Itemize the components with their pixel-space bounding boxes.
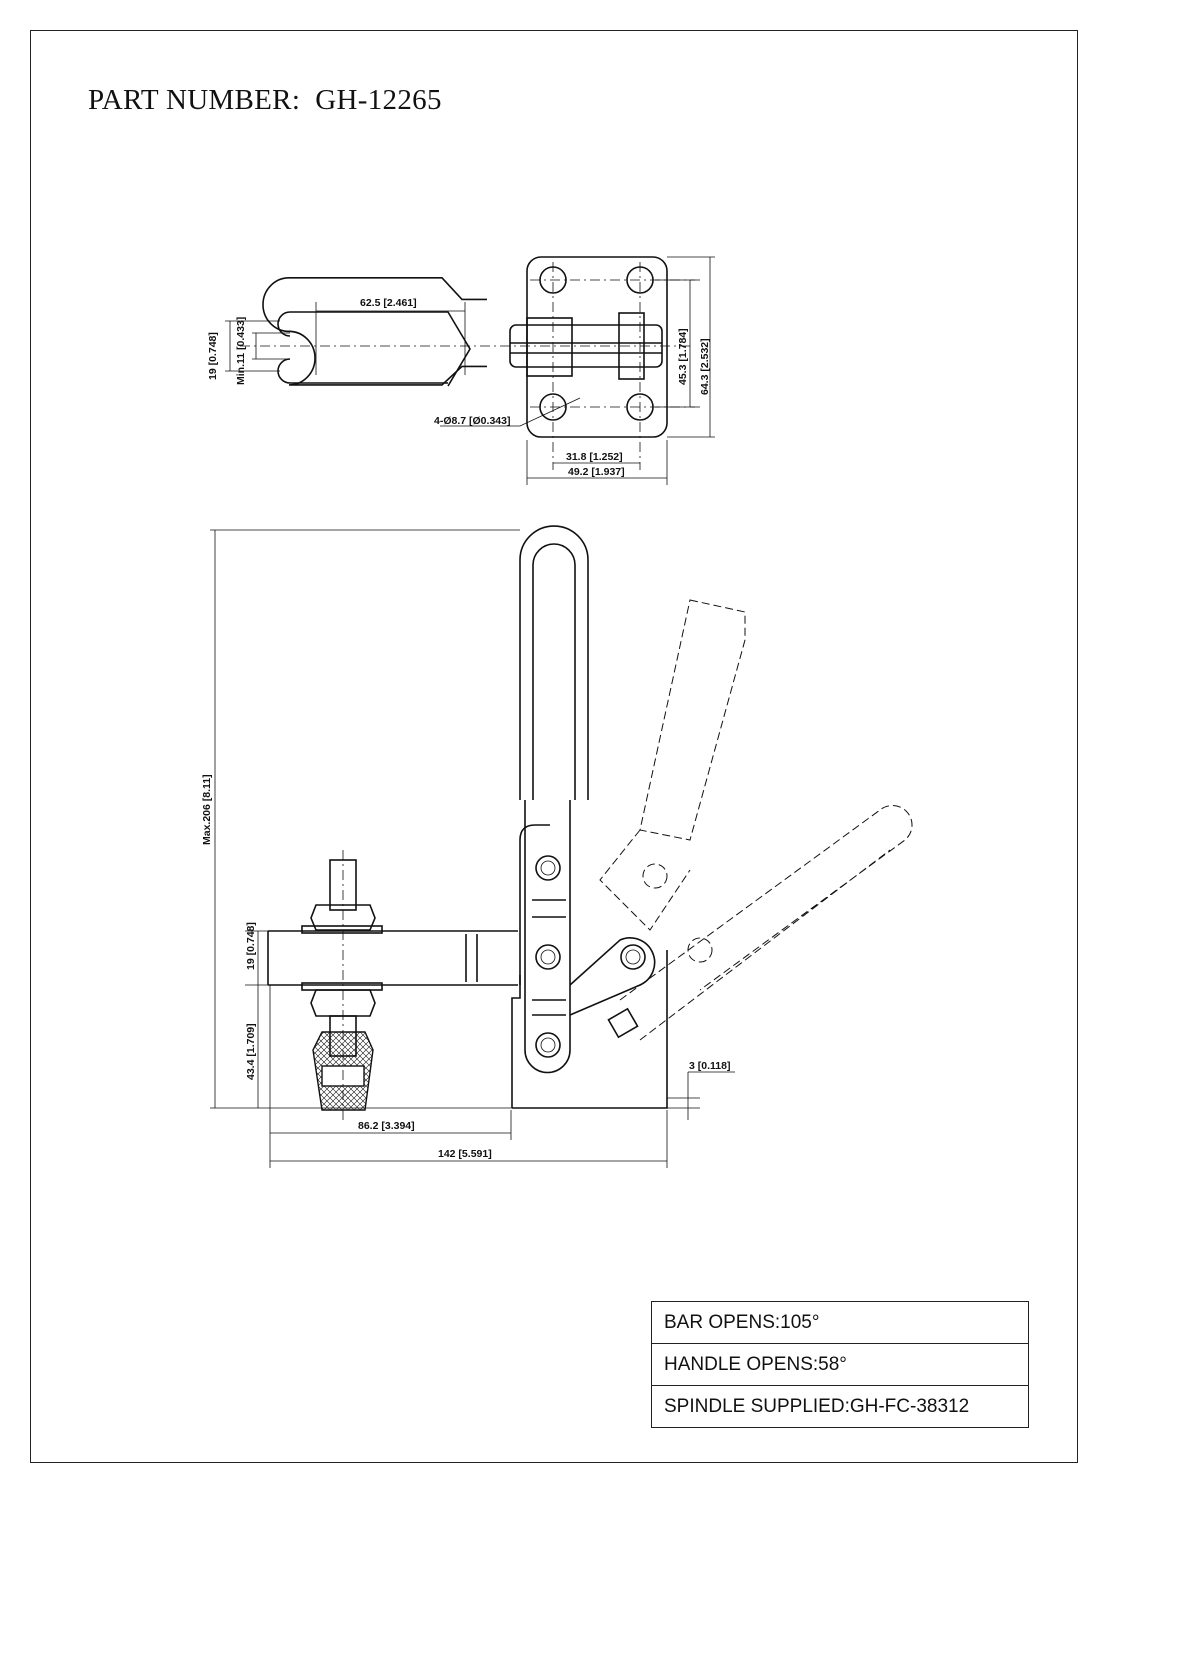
dim-base-length: 64.3 [2.532] [699, 338, 711, 395]
top-view: 62.5 [2.461] 19 [0.748] Min.11 [0.433] 4… [207, 256, 715, 485]
side-view: Max.206 [8.11] 19 [0.748] 43.4 [1.709] 8… [201, 525, 913, 1168]
bar-open-phantom [619, 804, 913, 1041]
handle-grip [519, 525, 589, 800]
dim-handle-width: 19 [0.748] [207, 332, 219, 380]
spec-bar-opens: BAR OPENS:105° [652, 1302, 1028, 1344]
spec-table: BAR OPENS:105° HANDLE OPENS:58° SPINDLE … [651, 1301, 1029, 1428]
dim-hole-spacing-y: 45.3 [1.784] [677, 328, 689, 385]
handle-loop [262, 276, 487, 386]
dim-slot-min: Min.11 [0.433] [235, 317, 247, 385]
spec-spindle-supplied: SPINDLE SUPPLIED:GH-FC-38312 [664, 1396, 970, 1417]
dim-bar-height: 19 [0.748] [245, 922, 257, 970]
dim-max-height: Max.206 [8.11] [201, 774, 213, 845]
page-title: PART NUMBER: GH-12265 [88, 84, 442, 117]
spec-handle-opens: HANDLE OPENS:58° [652, 1344, 1028, 1386]
dim-handle-length: 62.5 [2.461] [360, 297, 417, 309]
handle-open-phantom [599, 599, 746, 931]
drawing-border [30, 30, 1078, 1463]
dim-base-thickness: 3 [0.118] [689, 1060, 730, 1072]
base-plate-outline [526, 256, 668, 438]
clamp-bar [267, 930, 518, 986]
dim-holes: 4-Ø8.7 [Ø0.343] [434, 415, 510, 427]
dim-spindle-reach: 86.2 [3.394] [358, 1120, 415, 1132]
base-body [511, 950, 668, 1109]
dim-base-width: 49.2 [1.937] [568, 466, 625, 478]
dim-bar-to-base: 43.4 [1.709] [245, 1023, 257, 1080]
dim-hole-spacing-x: 31.8 [1.252] [566, 451, 623, 463]
dim-overall-length: 142 [5.591] [438, 1148, 492, 1160]
part-number-value: GH-12265 [315, 84, 442, 116]
part-number-label: PART NUMBER: [88, 84, 301, 116]
